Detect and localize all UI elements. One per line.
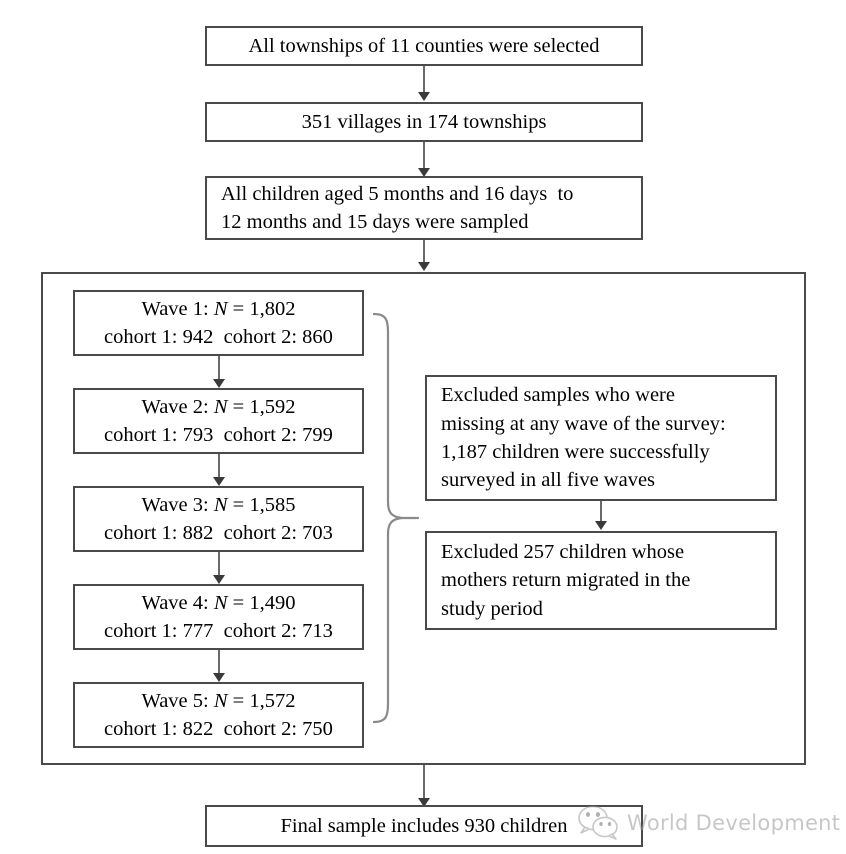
box-wave-2-suffix: = 1,592 — [227, 395, 296, 418]
waves-group-frame — [41, 272, 806, 765]
box-wave-3-line-1: Wave 3: N = 1,585 — [85, 491, 352, 519]
box-excluded-missing: Excluded samples who were missing at any… — [425, 375, 777, 501]
box-wave-5-line-1: Wave 5: N = 1,572 — [85, 687, 352, 715]
box-excluded-missing-line-3: 1,187 children were successfully — [441, 441, 710, 463]
watermark-label: World Development — [627, 811, 841, 835]
box-excluded-migrated: Excluded 257 children whose mothers retu… — [425, 531, 777, 630]
box-villages-line-1: 351 villages in 174 townships — [301, 110, 547, 133]
box-wave-5-prefix: Wave 5: — [141, 689, 214, 712]
arrowhead-children-to-waves-group — [418, 262, 430, 271]
box-wave-3-prefix: Wave 3: — [141, 493, 214, 516]
box-excluded-migrated-line-2: mothers return migrated in the — [441, 569, 691, 592]
arrowhead-wave-1-to-2 — [213, 379, 225, 388]
box-wave-2-line-2: cohort 1: 793 cohort 2: 799 — [104, 424, 333, 446]
box-wave-4-n-symbol: N — [213, 591, 228, 614]
box-excluded-missing-line-1: Excluded samples who were — [441, 384, 675, 407]
arrowhead-wave-2-to-3 — [213, 477, 225, 486]
connector-children-to-waves-group — [423, 240, 425, 263]
box-wave-4-suffix: = 1,490 — [227, 591, 296, 614]
arrowhead-wave-4-to-5 — [213, 673, 225, 682]
box-excluded-migrated-line-1: Excluded 257 children whose — [441, 541, 685, 564]
box-wave-4-line-1: Wave 4: N = 1,490 — [85, 589, 352, 617]
box-excluded-migrated-line-3: study period — [441, 597, 543, 620]
box-villages: 351 villages in 174 townships — [205, 102, 643, 142]
arrowhead-wave-3-to-4 — [213, 575, 225, 584]
connector-villages-to-children — [423, 142, 425, 168]
box-excluded-missing-line-2: missing at any wave of the survey: — [441, 412, 726, 435]
box-wave-2-prefix: Wave 2: — [141, 395, 214, 418]
connector-townships-to-villages — [423, 66, 425, 92]
box-wave-2-line-1: Wave 2: N = 1,592 — [85, 393, 352, 421]
arrowhead-group-to-final — [418, 798, 430, 807]
box-wave-1: Wave 1: N = 1,802 cohort 1: 942 cohort 2… — [73, 290, 364, 356]
box-wave-5-line-2: cohort 1: 822 cohort 2: 750 — [104, 718, 333, 740]
box-wave-3: Wave 3: N = 1,585 cohort 1: 882 cohort 2… — [73, 486, 364, 552]
box-wave-3-n-symbol: N — [213, 493, 228, 516]
box-wave-5-suffix: = 1,572 — [227, 689, 296, 712]
arrowhead-villages-to-children — [418, 168, 430, 177]
box-wave-1-line-1: Wave 1: N = 1,802 — [85, 295, 352, 323]
connector-wave-1-to-2 — [218, 356, 220, 380]
box-wave-4-line-2: cohort 1: 777 cohort 2: 713 — [104, 620, 333, 642]
box-wave-1-suffix: = 1,802 — [227, 297, 296, 320]
box-wave-3-line-2: cohort 1: 882 cohort 2: 703 — [104, 522, 333, 544]
box-children-sampled-line-2: 12 months and 15 days were sampled — [221, 211, 529, 233]
box-all-townships: All townships of 11 counties were select… — [205, 26, 643, 66]
box-wave-1-line-2: cohort 1: 942 cohort 2: 860 — [104, 326, 333, 348]
box-wave-5: Wave 5: N = 1,572 cohort 1: 822 cohort 2… — [73, 682, 364, 748]
arrowhead-missing-to-migrated — [595, 521, 607, 530]
connector-wave-4-to-5 — [218, 650, 220, 674]
arrowhead-townships-to-villages — [418, 92, 430, 101]
box-wave-5-n-symbol: N — [213, 689, 228, 712]
connector-missing-to-migrated — [600, 501, 602, 522]
box-children-sampled: All children aged 5 months and 16 days t… — [205, 176, 643, 240]
box-wave-1-prefix: Wave 1: — [141, 297, 214, 320]
box-wave-2-n-symbol: N — [213, 395, 228, 418]
box-wave-2: Wave 2: N = 1,592 cohort 1: 793 cohort 2… — [73, 388, 364, 454]
box-final-sample: Final sample includes 930 children — [205, 805, 643, 847]
box-wave-1-n-symbol: N — [213, 297, 228, 320]
box-final-sample-line-1: Final sample includes 930 children — [280, 814, 568, 837]
box-wave-4-prefix: Wave 4: — [141, 591, 214, 614]
waves-grouping-brace — [372, 312, 420, 724]
box-all-townships-line-1: All townships of 11 counties were select… — [248, 34, 600, 57]
connector-group-to-final — [423, 765, 425, 800]
box-children-sampled-line-1: All children aged 5 months and 16 days t… — [221, 182, 574, 205]
connector-wave-2-to-3 — [218, 454, 220, 478]
connector-wave-3-to-4 — [218, 552, 220, 576]
box-wave-3-suffix: = 1,585 — [227, 493, 296, 516]
box-wave-4: Wave 4: N = 1,490 cohort 1: 777 cohort 2… — [73, 584, 364, 650]
box-excluded-missing-line-4: surveyed in all five waves — [441, 469, 656, 492]
